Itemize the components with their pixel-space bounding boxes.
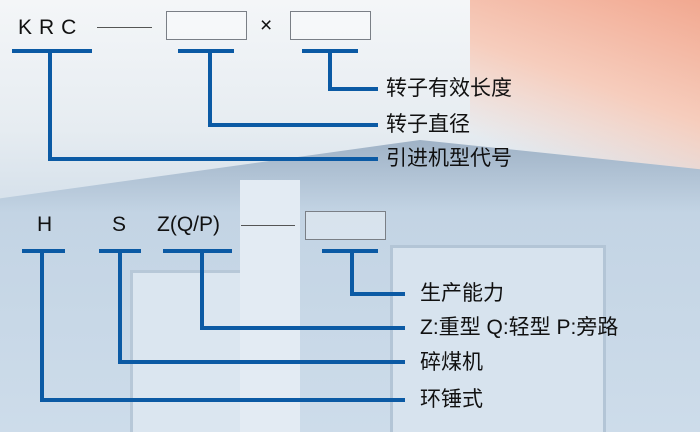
leader-s-h bbox=[118, 360, 405, 364]
leader-length-h bbox=[328, 87, 378, 91]
leader-capacity-h bbox=[350, 292, 405, 296]
multiply-sign: × bbox=[260, 14, 273, 37]
leader-zqp-h bbox=[200, 326, 405, 330]
label-coal-crusher: 碎煤机 bbox=[420, 351, 483, 374]
rotor-diameter-box bbox=[166, 11, 247, 40]
code-s: S bbox=[112, 213, 127, 236]
leader-h-h bbox=[40, 398, 405, 402]
underline-diameter bbox=[178, 49, 234, 53]
leader-capacity-v bbox=[350, 251, 354, 296]
dash-line bbox=[97, 27, 152, 28]
label-rotor-length: 转子有效长度 bbox=[386, 77, 512, 100]
leader-diameter-v bbox=[208, 51, 212, 127]
code-zqp: Z(Q/P) bbox=[157, 213, 220, 236]
capacity-box bbox=[305, 211, 386, 240]
underline-zqp bbox=[163, 249, 232, 253]
label-type: Z:重型 Q:轻型 P:旁路 bbox=[420, 316, 619, 339]
label-capacity: 生产能力 bbox=[420, 282, 504, 305]
background-post bbox=[240, 180, 300, 432]
leader-zqp-v bbox=[200, 251, 204, 330]
background-door-right bbox=[390, 245, 606, 432]
label-model-code: 引进机型代号 bbox=[386, 147, 512, 170]
code-prefix-krc: KRC bbox=[18, 16, 84, 39]
leader-h-v bbox=[40, 251, 44, 402]
leader-krc-v bbox=[48, 51, 52, 161]
label-ring-hammer: 环锤式 bbox=[420, 388, 483, 411]
code-h: H bbox=[37, 213, 53, 236]
dash-line-2 bbox=[241, 225, 295, 226]
leader-diameter-h bbox=[208, 123, 378, 127]
label-rotor-diameter: 转子直径 bbox=[386, 113, 470, 136]
leader-krc-h bbox=[48, 157, 378, 161]
underline-krc bbox=[12, 49, 92, 53]
leader-length-v bbox=[328, 51, 332, 91]
leader-s-v bbox=[118, 251, 122, 364]
rotor-length-box bbox=[290, 11, 371, 40]
